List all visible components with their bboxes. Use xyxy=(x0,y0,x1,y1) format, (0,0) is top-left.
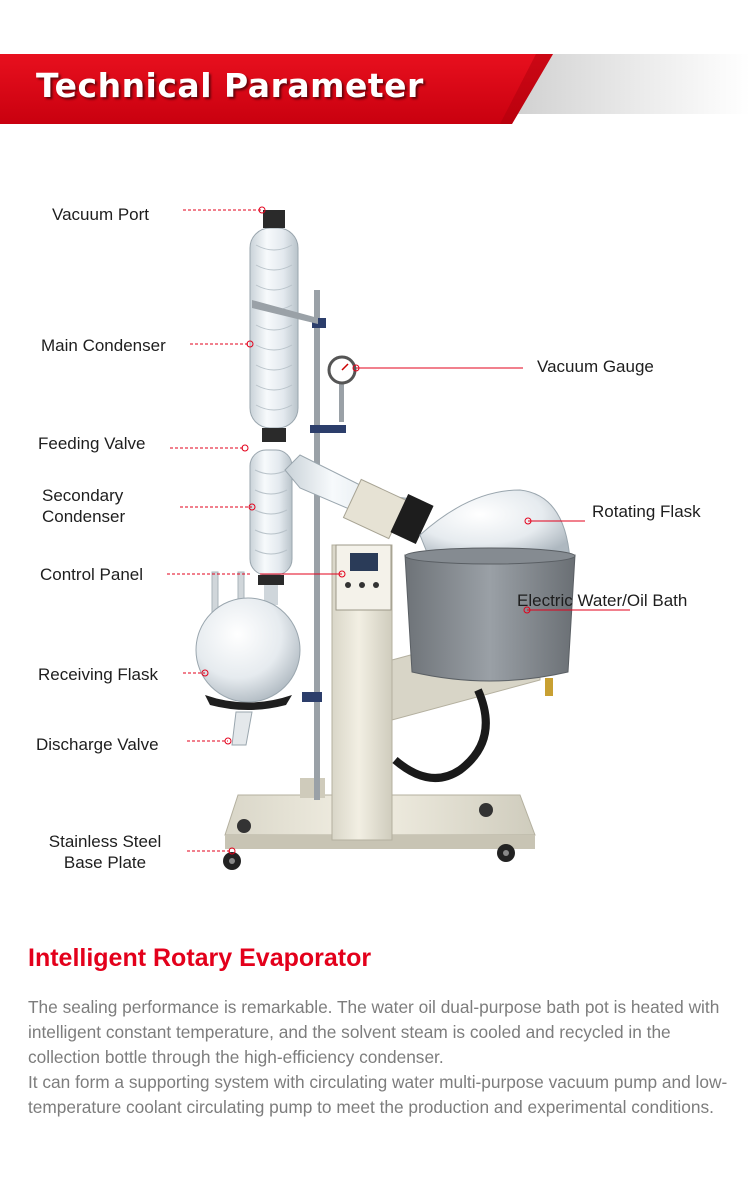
label-feeding-valve: Feeding Valve xyxy=(38,434,146,453)
control-panel-device xyxy=(335,544,392,611)
description-paragraph-1: The sealing performance is remarkable. T… xyxy=(28,997,720,1067)
label-rotating-flask: Rotating Flask xyxy=(592,502,701,521)
rotary-evaporator-illustration xyxy=(167,206,630,870)
vapor-duct xyxy=(284,454,434,544)
label-base-plate-line2: Base Plate xyxy=(63,853,147,872)
page-title: Technical Parameter xyxy=(36,66,424,105)
label-secondary-condenser-line2: Condenser xyxy=(42,507,126,526)
label-control-panel: Control Panel xyxy=(40,565,144,584)
label-discharge-valve: Discharge Valve xyxy=(36,735,159,754)
label-main-condenser: Main Condenser xyxy=(41,336,166,355)
secondary-condenser xyxy=(249,449,293,585)
leader-lines xyxy=(167,209,630,852)
label-receiving-flask: Receiving Flask xyxy=(38,665,158,684)
water-oil-bath xyxy=(404,547,576,696)
rotating-flask xyxy=(419,489,571,561)
leader-dots xyxy=(201,206,532,855)
vacuum-gauge xyxy=(327,355,357,422)
label-water-oil-bath: Electric Water/Oil Bath xyxy=(517,591,688,610)
product-description: The sealing performance is remarkable. T… xyxy=(28,995,738,1120)
receiving-flask xyxy=(195,571,301,746)
product-heading: Intelligent Rotary Evaporator xyxy=(28,944,372,972)
label-base-plate-line1: Stainless Steel xyxy=(48,832,162,851)
label-vacuum-port: Vacuum Port xyxy=(52,205,150,224)
label-vacuum-gauge: Vacuum Gauge xyxy=(537,357,654,376)
description-paragraph-2: It can form a supporting system with cir… xyxy=(28,1072,728,1117)
label-secondary-condenser-line1: Secondary xyxy=(42,486,124,505)
main-condenser xyxy=(249,210,318,442)
header-banner xyxy=(0,54,750,124)
